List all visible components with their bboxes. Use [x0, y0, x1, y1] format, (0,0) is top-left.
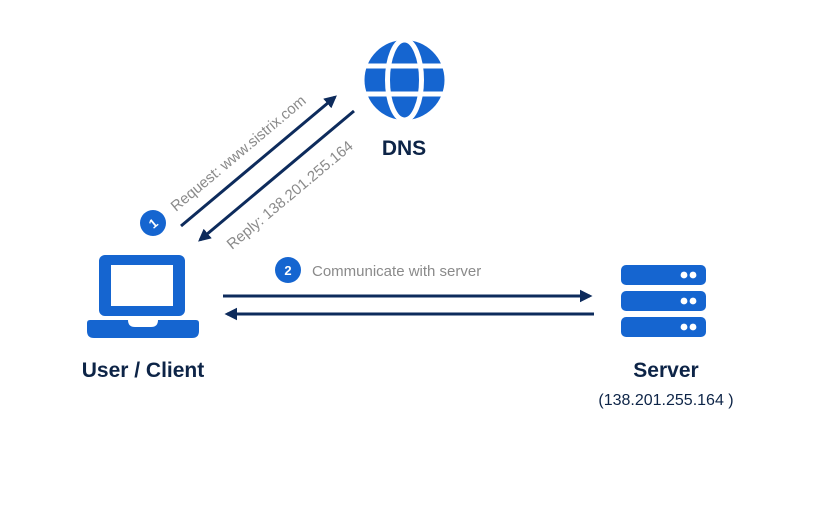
- server-label: Server: [633, 359, 698, 382]
- dns-label: DNS: [382, 137, 426, 160]
- reply-arrow: [198, 109, 355, 242]
- communicate-label: Communicate with server: [312, 263, 481, 280]
- server-ip-label: (138.201.255.164 ): [598, 392, 733, 409]
- step-1-badge: 1: [140, 210, 166, 236]
- step-2-number: 2: [284, 263, 291, 278]
- globe-icon: [364, 37, 445, 123]
- client-label: User / Client: [82, 359, 205, 382]
- laptop-icon: [87, 255, 199, 338]
- step-2-badge: 2: [275, 257, 301, 283]
- request-arrow: [180, 95, 337, 228]
- server-icon: [621, 265, 706, 337]
